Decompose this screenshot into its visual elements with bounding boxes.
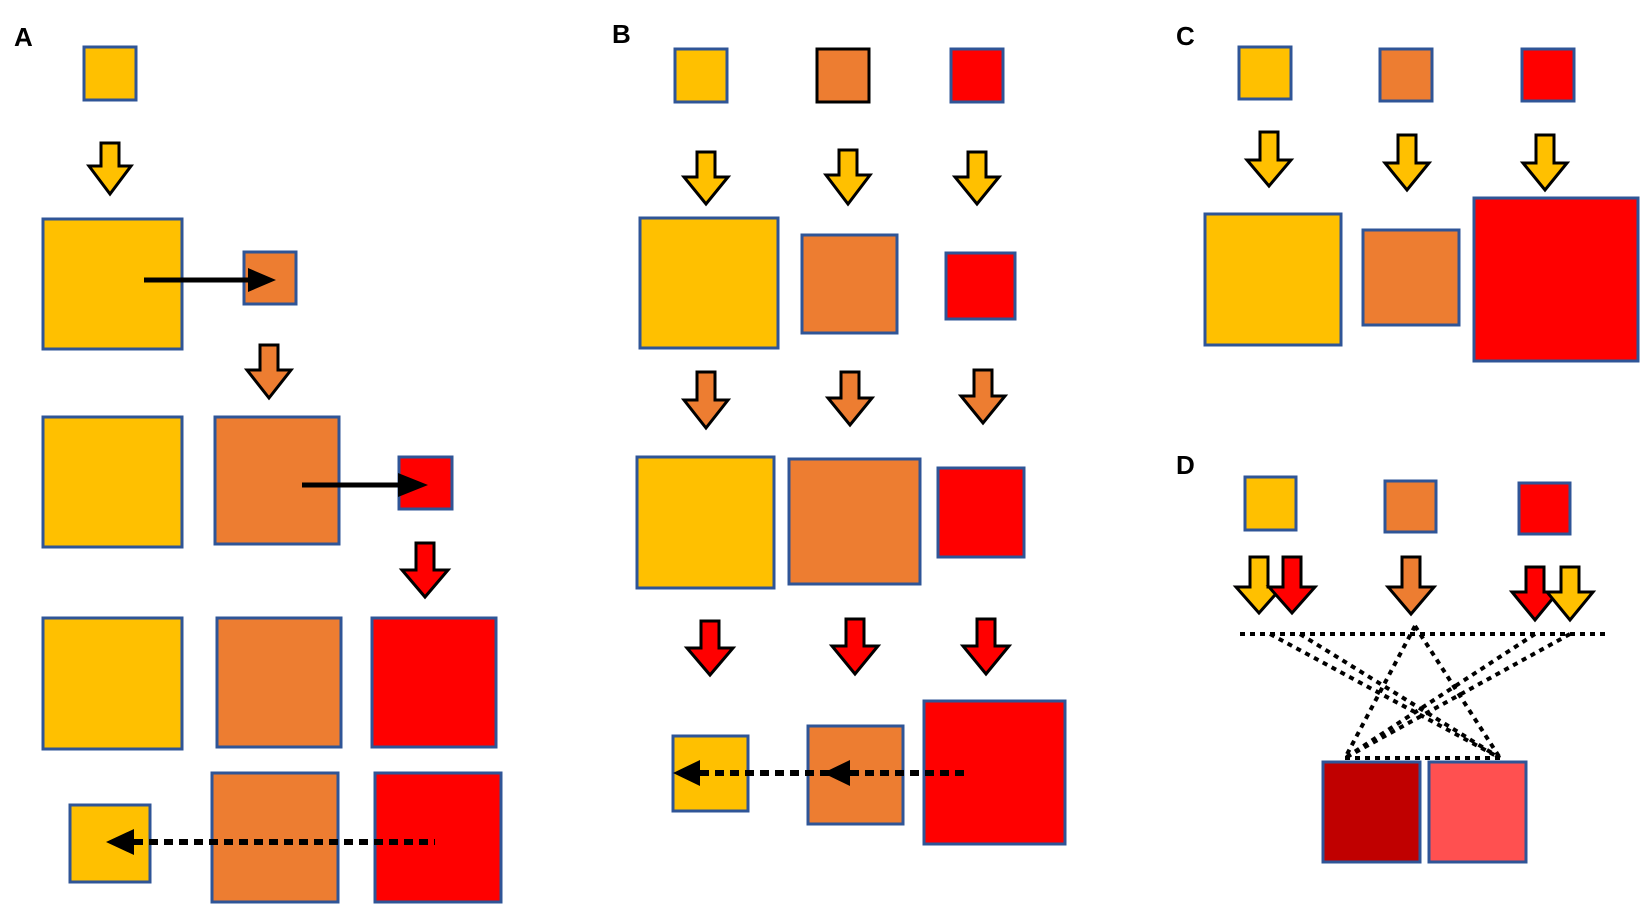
- panel-c-yellow-seed-square: [1237, 45, 1293, 101]
- panel-b-yellow-large-square-2: [635, 455, 776, 590]
- yellow-block-arrow-icon: [86, 141, 134, 197]
- dotted-cross-line: [1343, 625, 1417, 759]
- panel-b-red-medium-square-1: [936, 466, 1026, 559]
- orange-block-arrow-icon: [824, 370, 876, 428]
- red-block-arrow-icon: [398, 541, 452, 600]
- panel-c-yellow-large-square: [1203, 212, 1343, 347]
- dotted-cross-line: [1269, 632, 1501, 760]
- orange-block-arrow-icon: [243, 343, 295, 401]
- panel-c: C: [1176, 21, 1640, 363]
- dotted-cross-line: [1413, 624, 1502, 760]
- panel-a-orange-large-square-3: [210, 771, 340, 904]
- panel-a-yellow-seed-square: [82, 45, 138, 102]
- panel-c-orange-seed-square: [1378, 47, 1434, 103]
- panel-a-orange-large-square-2: [215, 616, 343, 749]
- orange-block-arrow-icon: [1384, 555, 1438, 617]
- panel-d-orange-seed-square: [1383, 479, 1438, 534]
- panel-b-label: B: [612, 19, 631, 49]
- dotted-arrow-left-icon-head: [106, 829, 134, 855]
- red-block-arrow-icon: [828, 617, 882, 677]
- panel-a-red-large-square-2: [373, 771, 503, 904]
- dotted-arrow-left-icon-head: [673, 760, 700, 786]
- panel-b-red-small-square-1: [944, 251, 1017, 321]
- panel-a-yellow-large-square-3: [41, 616, 184, 751]
- yellow-block-arrow-icon: [680, 150, 732, 207]
- dotted-mixing-lines: [1240, 624, 1610, 760]
- panel-a-yellow-large-square-2: [41, 415, 184, 549]
- dotted-cross-line: [1344, 632, 1571, 760]
- red-block-arrow-icon: [1265, 555, 1319, 616]
- panel-b: B: [612, 19, 1067, 846]
- panel-d-yellow-seed-square: [1243, 475, 1298, 532]
- panel-d-red-seed-square: [1517, 481, 1572, 536]
- panel-c-orange-medium-square: [1361, 228, 1461, 327]
- panel-d-label: D: [1176, 450, 1195, 480]
- panel-c-label: C: [1176, 21, 1195, 51]
- yellow-block-arrow-icon: [1543, 565, 1597, 623]
- panel-b-orange-large-square: [787, 457, 922, 586]
- yellow-block-arrow-icon: [822, 148, 874, 207]
- panel-b-red-seed-square: [949, 47, 1005, 104]
- panel-a-yellow-large-square-1: [41, 217, 184, 351]
- yellow-block-arrow-icon: [951, 150, 1003, 207]
- panel-a: A: [14, 22, 503, 904]
- panel-c-red-largest-square: [1472, 196, 1640, 363]
- red-block-arrow-icon: [959, 617, 1013, 677]
- panel-d-light-red-square: [1427, 760, 1528, 864]
- arrow-right-icon-head: [248, 268, 276, 292]
- panel-a-red-large-square-1: [370, 616, 498, 749]
- arrow-right-icon-head: [398, 473, 428, 497]
- panel-d-dark-red-square: [1321, 760, 1422, 864]
- panel-b-orange-seed-square: [815, 47, 871, 104]
- panel-b-orange-medium-square-1: [800, 233, 899, 335]
- dotted-arrow-left-icon-head: [823, 760, 850, 786]
- dotted-cross-line: [1343, 632, 1537, 760]
- panel-a-orange-large-square-1: [213, 415, 341, 546]
- panel-b-red-large-square: [922, 699, 1067, 846]
- orange-block-arrow-icon: [957, 368, 1009, 426]
- orange-block-arrow-icon: [680, 370, 732, 431]
- red-block-arrow-icon: [1508, 565, 1562, 623]
- panel-c-red-seed-square: [1520, 47, 1576, 103]
- yellow-block-arrow-icon: [1381, 133, 1433, 193]
- red-block-arrow-icon: [683, 619, 737, 678]
- panel-a-label: A: [14, 22, 33, 52]
- yellow-block-arrow-icon: [1519, 133, 1571, 193]
- panel-b-yellow-seed-square: [673, 47, 729, 104]
- panel-d: D: [1176, 450, 1610, 864]
- yellow-block-arrow-icon: [1232, 555, 1286, 616]
- yellow-block-arrow-icon: [1243, 130, 1295, 189]
- panel-b-yellow-large-square-1: [638, 216, 780, 350]
